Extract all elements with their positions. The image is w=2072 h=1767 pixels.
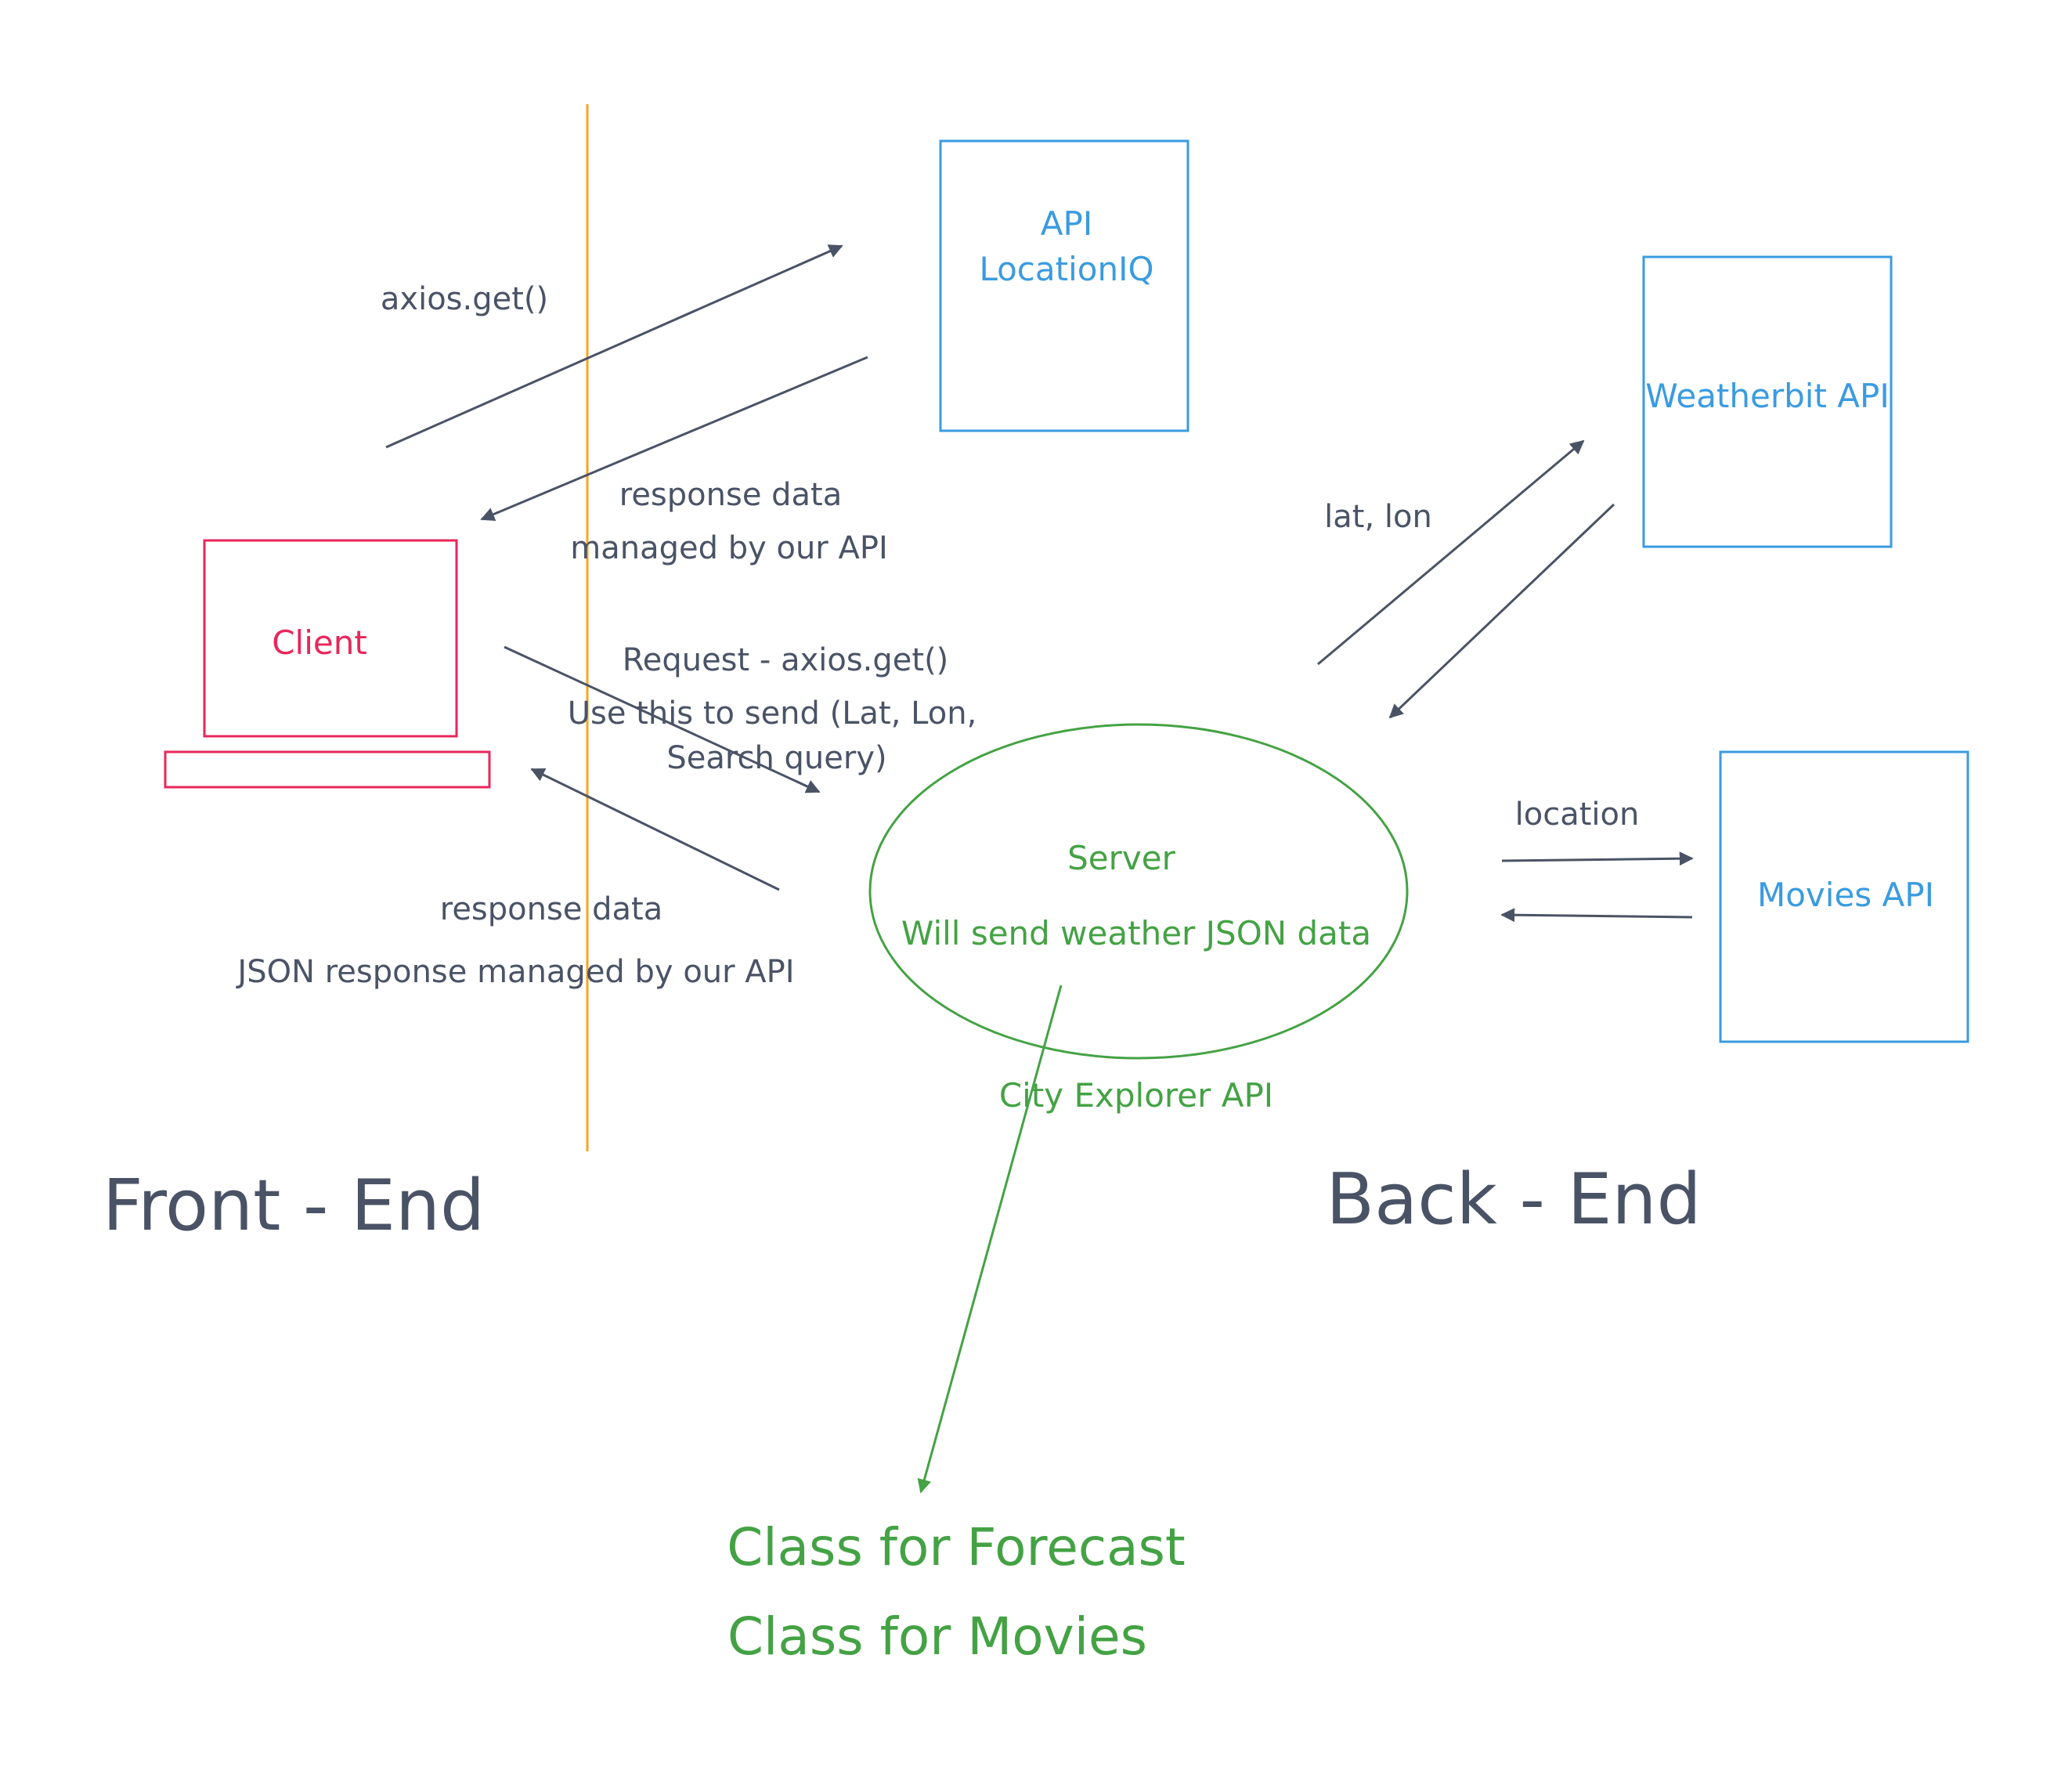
client-node: Client [164, 539, 491, 789]
movies-api-label: Movies API [1757, 876, 1934, 914]
client-screen [203, 539, 458, 738]
arrow-weatherbit-to-server [1388, 503, 1615, 719]
arrow-server-to-weatherbit [1317, 439, 1585, 666]
weatherbit-api-box [1642, 255, 1893, 548]
arrow-client-to-server [504, 645, 821, 793]
class-movies-label: Class for Movies [727, 1606, 1147, 1667]
server-caption: City Explorer API [999, 1076, 1273, 1115]
movies-api-node: Movies API [1719, 750, 1969, 1043]
locationiq-api-label-line1: API [1041, 204, 1092, 243]
label-request-1: Request - axios.get() [623, 642, 949, 678]
label-location: location [1515, 797, 1640, 833]
label-response-data-top-2: managed by our API [570, 530, 888, 566]
label-request-2: Use this to send (Lat, Lon, [568, 696, 977, 732]
arrow-server-to-client [530, 768, 780, 891]
server-ellipse [868, 723, 1409, 1060]
locationiq-api-node: API LocationIQ [939, 139, 1189, 432]
label-lat-lon: lat, lon [1324, 499, 1432, 535]
weatherbit-api-label: Weatherbit API [1645, 377, 1889, 415]
arrow-server-to-classes [917, 985, 1063, 1494]
server-title: Server [1067, 839, 1175, 877]
client-label: Client [272, 623, 367, 662]
label-axios-get: axios.get() [381, 281, 548, 317]
label-response-data-bottom-2: JSON response managed by our API [235, 954, 794, 990]
locationiq-api-box [939, 139, 1189, 432]
weatherbit-api-node: Weatherbit API [1642, 255, 1893, 548]
class-forecast-label: Class for Forecast [727, 1517, 1186, 1577]
movies-api-box [1719, 750, 1969, 1043]
arrow-client-to-locationiq [385, 244, 843, 449]
server-subtitle: Will send weather JSON data [901, 914, 1371, 952]
label-response-data-bottom-1: response data [440, 891, 663, 927]
arrow-locationiq-to-client [480, 356, 868, 522]
label-request-3: Search query) [666, 740, 886, 776]
label-response-data-top-1: response data [619, 477, 843, 513]
arrow-server-to-movies [1501, 851, 1694, 866]
arrow-movies-to-server [1500, 908, 1693, 923]
back-end-heading: Back - End [1326, 1158, 1701, 1241]
server-node: Server Will send weather JSON data City … [868, 723, 1409, 1115]
client-keyboard [164, 750, 491, 789]
front-end-heading: Front - End [103, 1165, 485, 1247]
locationiq-api-label-line2: LocationIQ [979, 250, 1153, 288]
